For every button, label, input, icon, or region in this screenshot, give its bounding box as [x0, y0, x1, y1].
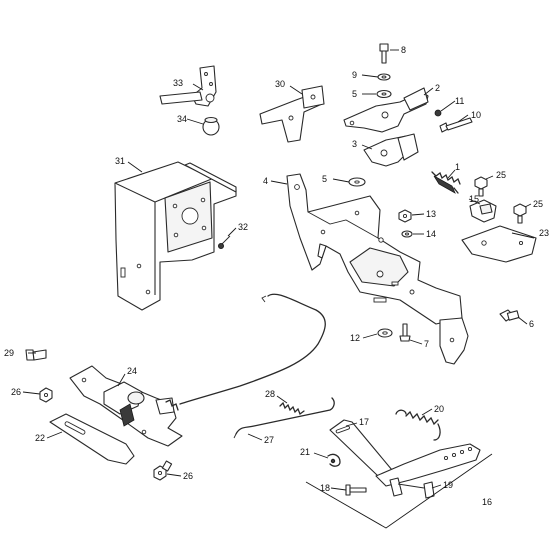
part-3-lever-plate: [363, 133, 419, 167]
callout-34: 34: [177, 114, 187, 124]
callout-20: 20: [434, 404, 444, 414]
callout-26-lower: 26: [183, 471, 193, 481]
callout-21: 21: [300, 447, 310, 457]
part-4-main-plate: [286, 173, 469, 365]
callout-15: 15: [469, 194, 479, 204]
part-25-bolt-a: [474, 176, 488, 197]
group-bracket-16: [305, 453, 493, 529]
callout-22: 22: [35, 433, 45, 443]
part-8-bolt: [379, 43, 389, 64]
callout-25-a: 25: [496, 170, 506, 180]
callout-3: 3: [352, 139, 357, 149]
callout-10: 10: [471, 110, 481, 120]
part-1-spring: [431, 171, 461, 194]
part-30-angle-bracket: [259, 85, 325, 143]
callout-11: 11: [455, 96, 464, 106]
callout-labels: 8 9 5 2 11 10 3 1 5 4 13 14 6 7 12 25 25…: [4, 45, 549, 507]
part-33-lever-plate: [159, 65, 217, 107]
part-20-spring: [395, 409, 441, 441]
callout-24: 24: [127, 366, 137, 376]
part-7-stud-screw: [399, 323, 411, 342]
part-2-lever-plate: [343, 87, 429, 133]
part-24-control-lever: [69, 365, 183, 447]
callout-5-lower: 5: [322, 174, 327, 184]
callout-9: 9: [352, 70, 357, 80]
part-26-nut-lower: [153, 460, 173, 481]
callout-2: 2: [435, 83, 440, 93]
part-22-slotted-bar: [49, 413, 135, 465]
callout-7: 7: [424, 339, 429, 349]
callout-12: 12: [350, 333, 360, 343]
callout-28: 28: [265, 389, 275, 399]
callout-17: 17: [359, 417, 369, 427]
part-29-bolt: [25, 349, 47, 361]
callout-26-upper: 26: [11, 387, 21, 397]
control-cable: [179, 293, 326, 405]
part-17-linkage-plate: [329, 419, 393, 479]
part-25-bolt-b: [513, 203, 527, 224]
callout-8: 8: [401, 45, 406, 55]
part-11-bolt: [434, 109, 442, 117]
part-5-washer-lower: [348, 177, 366, 187]
part-27-wire-rod: [233, 397, 335, 439]
part-6-bolt: [499, 309, 520, 322]
callout-14: 14: [426, 229, 436, 239]
callout-18: 18: [320, 483, 330, 493]
part-32-screw: [217, 235, 231, 249]
part-14-washer: [401, 230, 413, 238]
callout-32: 32: [238, 222, 248, 232]
part-26-nut-upper: [39, 387, 53, 403]
callout-33: 33: [173, 78, 183, 88]
callout-19: 19: [443, 480, 453, 490]
callout-6: 6: [529, 319, 534, 329]
part-15-clip: [469, 199, 497, 223]
callout-4: 4: [263, 176, 268, 186]
callout-30: 30: [275, 79, 285, 89]
callout-29: 29: [4, 348, 14, 358]
part-31-mounting-bracket: [114, 161, 237, 311]
part-19-clip: [389, 477, 435, 499]
part-9-washer: [377, 73, 391, 81]
callout-13: 13: [426, 209, 436, 219]
callout-23: 23: [539, 228, 549, 238]
part-18-pin: [345, 484, 367, 496]
callout-27: 27: [264, 435, 274, 445]
part-28-spring: [279, 401, 305, 416]
callout-5-upper: 5: [352, 89, 357, 99]
callout-31: 31: [115, 156, 125, 166]
part-13-nut: [398, 209, 412, 223]
part-5-washer-upper: [376, 89, 392, 99]
callout-1: 1: [455, 162, 460, 172]
part-34-bushing: [202, 116, 220, 136]
part-23-cover-plate: [461, 225, 537, 263]
part-12-washer: [377, 328, 393, 338]
callout-16: 16: [482, 497, 492, 507]
callout-25-b: 25: [533, 199, 543, 209]
part-21-clip: [327, 453, 341, 467]
part-10-long-bolt: [439, 117, 473, 133]
leader-lines: [22, 49, 535, 491]
